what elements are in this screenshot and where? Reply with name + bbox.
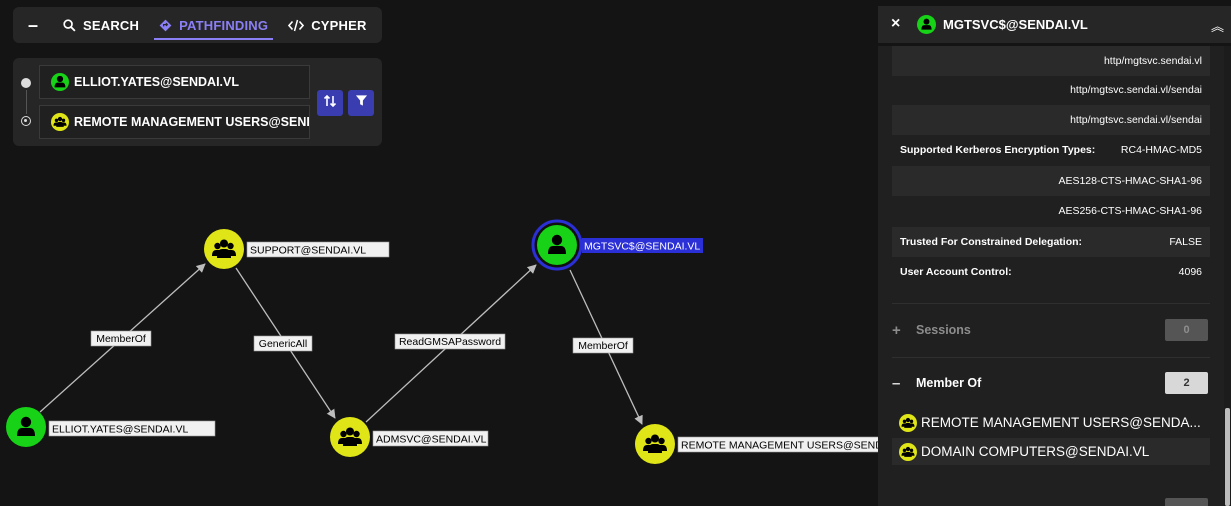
- edge-label-memberof: MemberOf: [96, 333, 146, 345]
- property-row: AES256-CTS-HMAC-SHA1-96: [1058, 205, 1202, 217]
- group-icon: [899, 413, 917, 432]
- property-row: Supported Kerberos Encryption Types: RC4…: [900, 144, 1202, 156]
- node-label: REMOTE MANAGEMENT USERS@SENDAI.VL: [681, 440, 909, 452]
- entity-title: MGTSVC$@SENDAI.VL: [943, 17, 1088, 32]
- node-label: MGTSVC$@SENDAI.VL: [584, 241, 700, 253]
- next-section-partial: [892, 498, 1210, 506]
- section-divider: [892, 357, 1210, 358]
- node-label: SUPPORT@SENDAI.VL: [250, 245, 366, 257]
- group-icon: [899, 442, 917, 461]
- pathfinding-panel: ELLIOT.YATES@SENDAI.VL REMOTE MANAGEMENT…: [13, 58, 382, 146]
- chevron-up-icon[interactable]: ︽: [1211, 19, 1225, 34]
- start-node-dot-icon: [21, 78, 31, 88]
- count-badge: 2: [1165, 372, 1208, 394]
- start-node-value: ELLIOT.YATES@SENDAI.VL: [74, 75, 239, 89]
- search-icon: [63, 18, 76, 32]
- target-node-value: REMOTE MANAGEMENT USERS@SENDAI.VL: [74, 115, 309, 129]
- filter-icon: [355, 94, 368, 112]
- tab-cypher[interactable]: CYPHER: [278, 7, 376, 43]
- property-row: AES128-CTS-HMAC-SHA1-96: [892, 166, 1210, 196]
- collapse-icon: –: [892, 374, 901, 392]
- tab-pathfinding[interactable]: PATHFINDING: [149, 7, 278, 43]
- edge-support-admsvc[interactable]: GenericAll: [235, 267, 336, 419]
- tab-pathfinding-label: PATHFINDING: [179, 17, 269, 33]
- graph-node-support[interactable]: SUPPORT@SENDAI.VL: [204, 229, 390, 269]
- member-of-section[interactable]: – Member Of 2: [892, 370, 1210, 396]
- section-divider: [892, 303, 1210, 304]
- swap-icon: [323, 94, 337, 113]
- property-row: http/mgtsvc.sendai.vl/sendai: [1070, 84, 1202, 96]
- user-icon: [917, 15, 936, 34]
- target-node-dot-icon: [21, 116, 31, 126]
- user-icon: [51, 73, 69, 91]
- group-icon: [51, 113, 69, 131]
- edge-elliot-support[interactable]: MemberOf: [39, 263, 206, 413]
- edge-label-memberof: MemberOf: [578, 340, 628, 352]
- entity-panel: http/mgtsvc.sendai.vl http/mgtsvc.sendai…: [878, 46, 1231, 506]
- edge-label-genericall: GenericAll: [259, 338, 307, 350]
- collapse-search-button[interactable]: –: [27, 14, 38, 35]
- property-row: http/mgtsvc.sendai.vl/sendai: [892, 105, 1210, 135]
- tab-search[interactable]: SEARCH: [53, 7, 149, 43]
- property-row: http/mgtsvc.sendai.vl: [892, 46, 1210, 76]
- code-icon: [288, 19, 305, 32]
- edge-filter-button[interactable]: [348, 90, 374, 116]
- path-connector: [25, 90, 27, 114]
- count-badge: 0: [1165, 319, 1208, 341]
- property-row: User Account Control: 4096: [900, 266, 1202, 278]
- entity-panel-header: × MGTSVC$@SENDAI.VL ︽: [878, 6, 1231, 43]
- tab-cypher-label: CYPHER: [311, 17, 367, 33]
- close-icon[interactable]: ×: [891, 15, 901, 32]
- route-icon: [159, 19, 172, 32]
- graph-node-elliot[interactable]: ELLIOT.YATES@SENDAI.VL: [6, 407, 216, 447]
- swap-nodes-button[interactable]: [317, 90, 343, 116]
- panel-scrollbar[interactable]: [1224, 46, 1231, 506]
- graph-node-mgtsvc[interactable]: MGTSVC$@SENDAI.VL: [531, 219, 703, 271]
- panel-scroll-thumb[interactable]: [1225, 408, 1230, 506]
- section-title: Sessions: [916, 323, 971, 337]
- graph-node-admsvc[interactable]: ADMSVC@SENDAI.VL: [330, 417, 489, 457]
- expand-icon: +: [892, 321, 901, 339]
- list-item[interactable]: DOMAIN COMPUTERS@SENDAI.VL: [892, 438, 1210, 465]
- edge-label-readgmsapassword: ReadGMSAPassword: [399, 336, 501, 348]
- section-title: Member Of: [916, 376, 982, 390]
- node-label: ELLIOT.YATES@SENDAI.VL: [52, 424, 188, 436]
- tab-search-label: SEARCH: [83, 17, 140, 33]
- edge-admsvc-mgtsvc[interactable]: ReadGMSAPassword: [365, 264, 537, 423]
- property-row: Trusted For Constrained Delegation: FALS…: [892, 227, 1210, 257]
- list-item[interactable]: REMOTE MANAGEMENT USERS@SENDA...: [892, 409, 1210, 436]
- target-node-input[interactable]: REMOTE MANAGEMENT USERS@SENDAI.VL: [39, 105, 310, 139]
- start-node-input[interactable]: ELLIOT.YATES@SENDAI.VL: [39, 65, 310, 99]
- explore-tab-bar: – SEARCH PATHFINDING CYPHER: [13, 7, 382, 43]
- edge-mgtsvc-rmu[interactable]: MemberOf: [569, 269, 643, 425]
- node-label: ADMSVC@SENDAI.VL: [376, 434, 487, 446]
- sessions-section[interactable]: + Sessions 0: [892, 317, 1210, 343]
- graph-node-rmu[interactable]: REMOTE MANAGEMENT USERS@SENDAI.VL: [635, 424, 909, 464]
